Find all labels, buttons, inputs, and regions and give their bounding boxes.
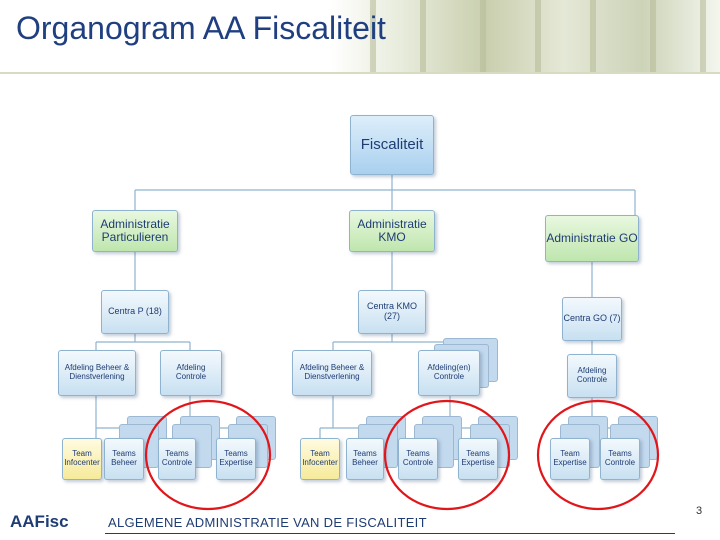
aafisc-logo: AAFisc [10,512,69,531]
page-title: Organogram AA Fiscaliteit [16,10,386,46]
footer-divider [105,533,675,534]
node-teams-beheer-p: Teams Beheer [104,438,144,480]
node-teams-controle-p: Teams Controle [158,438,196,480]
node-afdeling-beheer-kmo: Afdeling Beheer & Dienstverlening [292,350,372,396]
node-teams-expertise-p: Teams Expertise [216,438,256,480]
node-team-infocenter-kmo: Team Infocenter [300,438,340,480]
node-teams-controle-go: Teams Controle [600,438,640,480]
node-team-infocenter-p: Team Infocenter [62,438,102,480]
highlight-circle-p [144,399,272,511]
node-afdeling-controle-p: Afdeling Controle [160,350,222,396]
node-teams-controle-kmo: Teams Controle [398,438,438,480]
node-teams-beheer-kmo: Teams Beheer [346,438,384,480]
node-teams-expertise-kmo: Teams Expertise [458,438,498,480]
header-divider [0,72,720,74]
footer-text: ALGEMENE ADMINISTRATIE VAN DE FISCALITEI… [108,515,427,530]
highlight-circle-go [536,399,660,511]
node-afdeling-beheer-p: Afdeling Beheer & Dienstverlening [58,350,136,396]
node-afdeling-controle-kmo: Afdeling(en) Controle [418,350,480,396]
node-administratie-go: Administratie GO [545,215,639,262]
header-photo [330,0,720,72]
node-administratie-particulieren: Administratie Particulieren [92,210,178,252]
header-banner: Organogram AA Fiscaliteit [0,0,720,72]
highlight-circle-kmo [383,399,511,511]
node-team-expertise-go: Team Expertise [550,438,590,480]
node-administratie-kmo: Administratie KMO [349,210,435,252]
node-fiscaliteit: Fiscaliteit [350,115,434,175]
node-centra-p: Centra P (18) [101,290,169,334]
node-afdeling-controle-go: Afdeling Controle [567,354,617,398]
page-number: 3 [696,505,703,517]
node-centra-go: Centra GO (7) [562,297,622,341]
node-centra-kmo: Centra KMO (27) [358,290,426,334]
